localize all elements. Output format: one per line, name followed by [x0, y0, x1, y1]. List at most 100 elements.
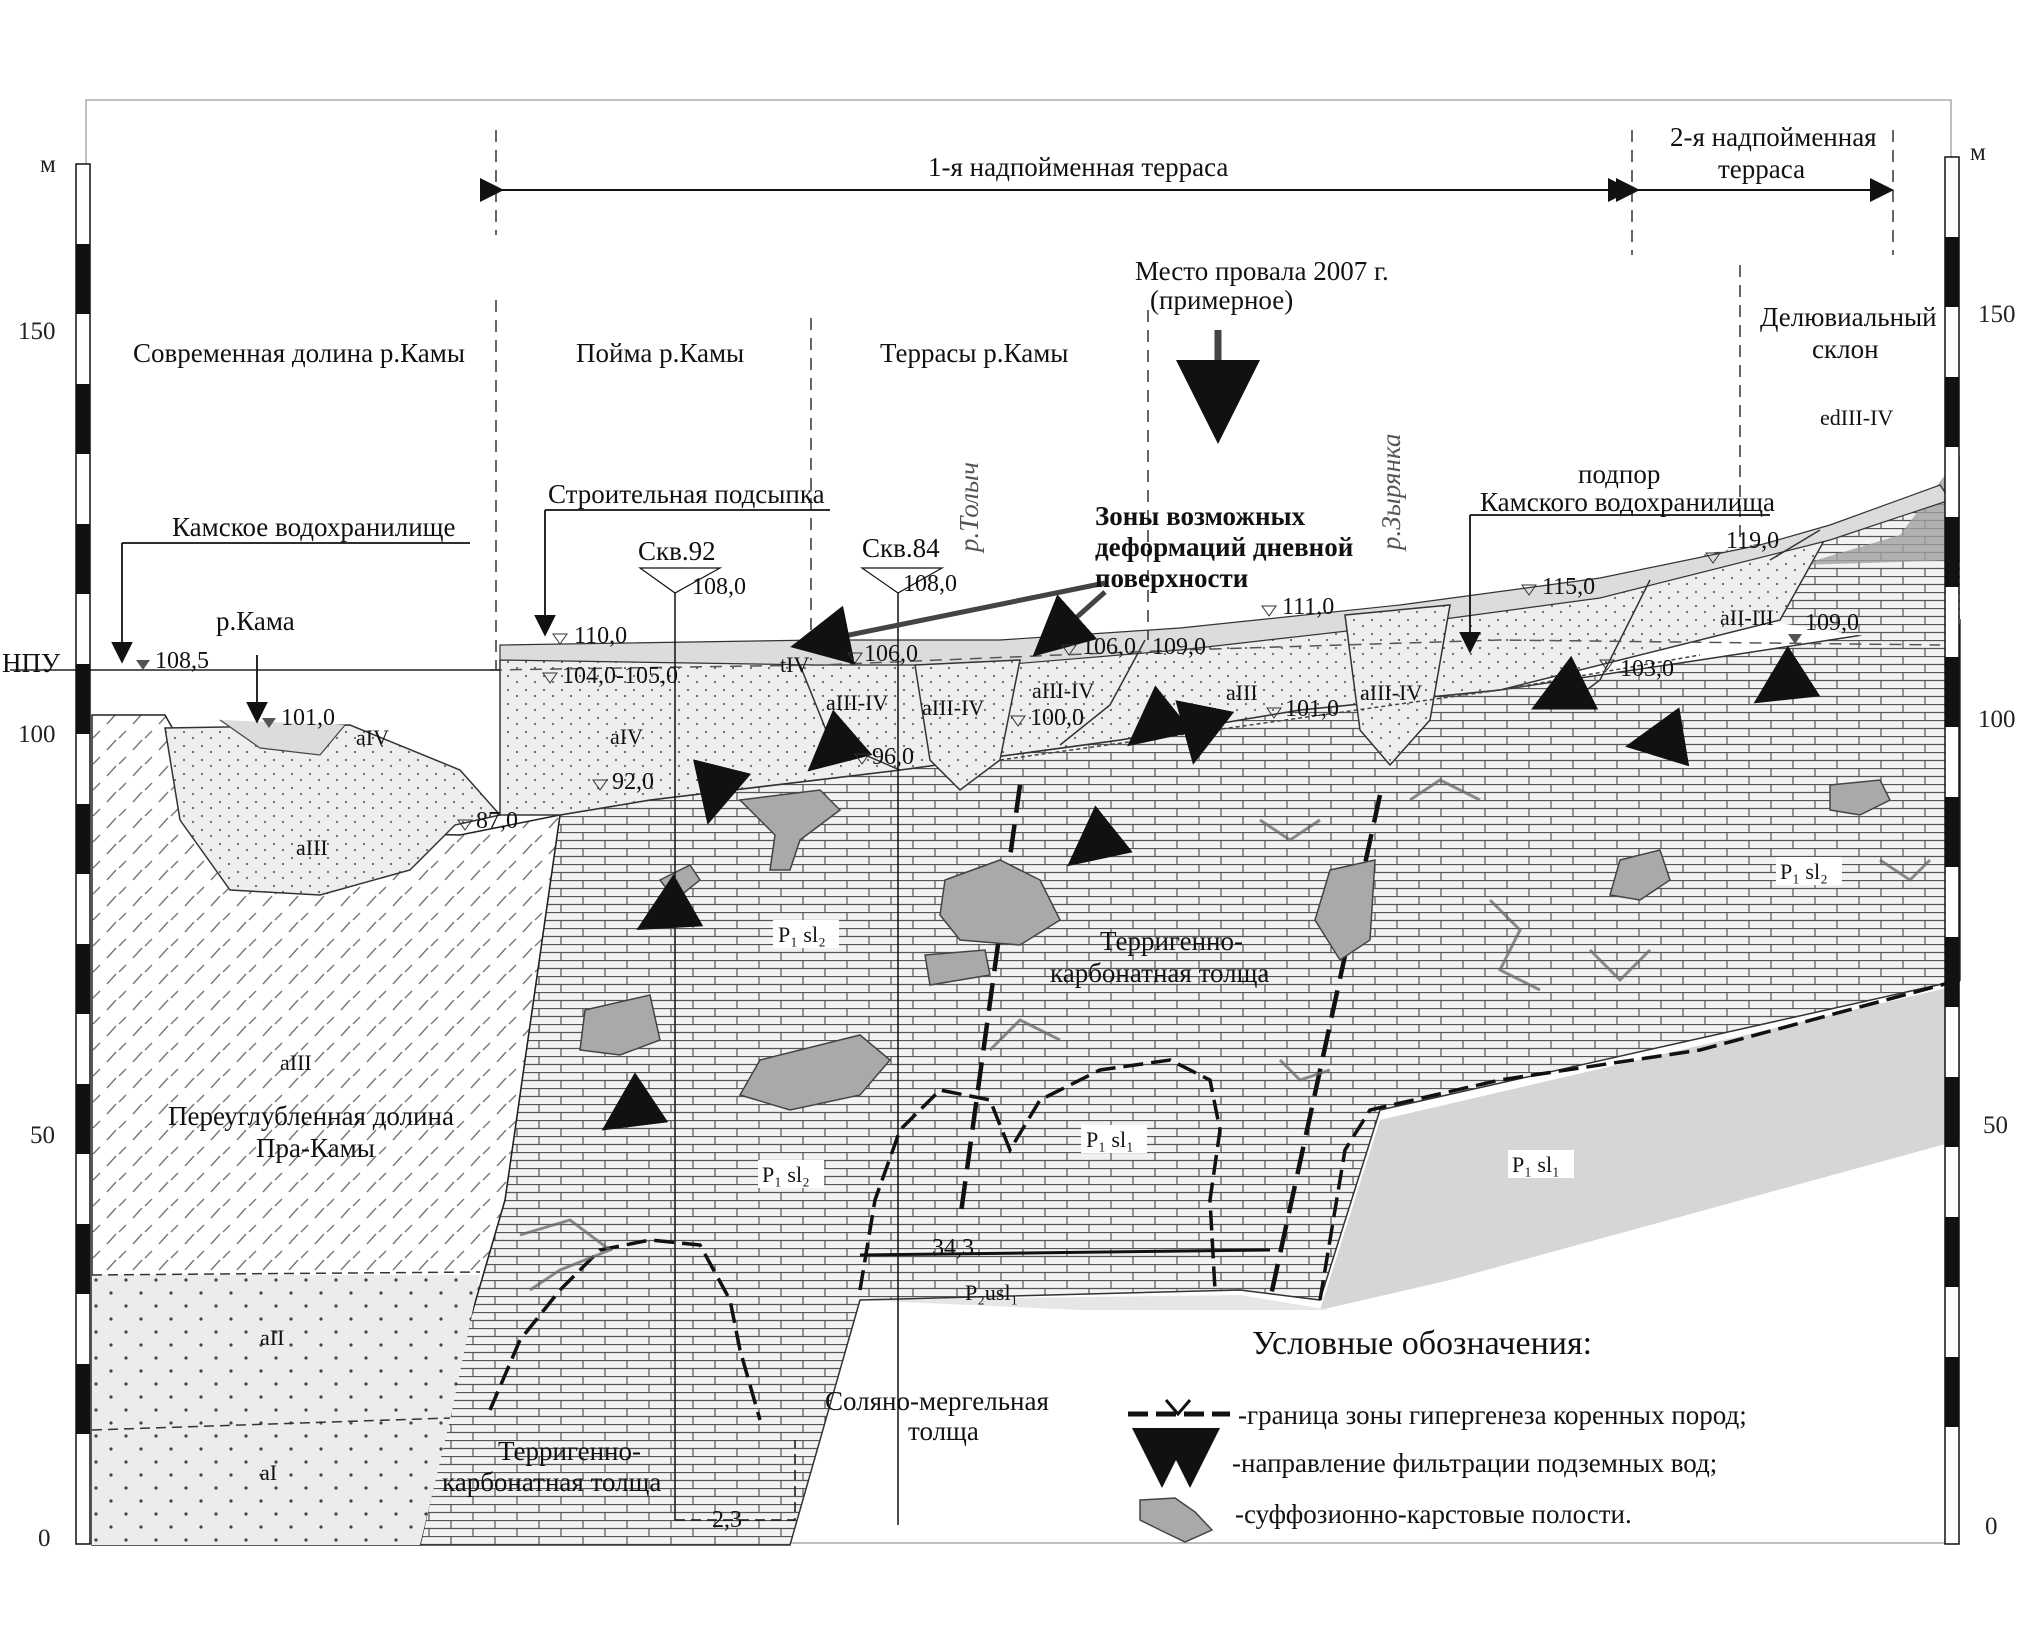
terrig-label-2: карбонатная толща: [442, 1467, 661, 1497]
elevation-mark: 109,0: [1152, 634, 1206, 660]
karst-cavities: [579, 779, 1892, 1111]
elevation-mark: 108,0: [692, 574, 746, 600]
index-label: aIII: [296, 835, 328, 860]
index-label: aI: [260, 1460, 277, 1485]
hypergenesis-boundary-right: [1318, 978, 1961, 1301]
cavity: [1609, 849, 1671, 901]
legend-item-text: -суффозионно-карстовые полости.: [1235, 1499, 1632, 1529]
alluvium-aI: [92, 1420, 450, 1545]
deform-arrow-2: [1032, 590, 1107, 657]
index-label: aIV: [356, 725, 389, 750]
legend-title: Условные обозначения:: [1252, 1325, 1592, 1362]
elevation-mark: 108,0: [903, 571, 957, 597]
modern-valley-fill: [164, 724, 502, 896]
terrace2-label-1: 2-я надпойменная: [1670, 122, 1877, 152]
elevation-mark: 106,0: [1082, 634, 1136, 660]
scale-left: [75, 163, 91, 1545]
elevation-mark: 104,0-105,0: [562, 663, 678, 689]
axis-tick: 0: [1985, 1513, 1998, 1540]
cavity: [738, 789, 842, 871]
backwater-label-2: Камского водохранилища: [1480, 487, 1775, 517]
hypergenesis-boundary-center: [858, 1058, 1222, 1291]
index-label: tIV: [780, 652, 809, 677]
cavity: [1829, 779, 1892, 816]
elevation-mark: 111,0: [1282, 594, 1334, 620]
axis-tick: 150: [18, 318, 56, 345]
cavity: [924, 949, 991, 986]
elevation-mark: 2,3: [712, 1507, 742, 1533]
fracture-marks: [519, 778, 1932, 1292]
elevation-mark: 92,0: [612, 769, 654, 795]
construction-fill: [499, 484, 1951, 666]
fill-label: Строительная подсыпка: [548, 479, 825, 509]
collapse-label-2: (примерное): [1150, 285, 1293, 315]
elevation-mark: 101,0: [1285, 696, 1339, 722]
legend-item-text: -направление фильтрации подземных вод;: [1232, 1448, 1717, 1478]
deform-label-1: Зоны возможных: [1095, 501, 1306, 531]
axis-tick: 50: [1983, 1112, 2008, 1139]
elevation-mark: 100,0: [1030, 705, 1084, 731]
terrace1-label: 1-я надпойменная терраса: [928, 152, 1228, 182]
axis-tick: 100: [18, 721, 56, 748]
index-label: aII: [260, 1325, 284, 1350]
collapse-label-1: Место провала 2007 г.: [1135, 256, 1389, 286]
scale-right: [1944, 156, 1960, 1545]
deform-label-3: поверхности: [1095, 563, 1248, 593]
deform-arrow-1: [790, 580, 1106, 665]
terraces-label: Террасы р.Камы: [880, 338, 1068, 368]
tolych-channel: [914, 659, 1021, 791]
terrig-mid-label-2: карбонатная толща: [1050, 958, 1269, 988]
hypergenesis-boundary-icon: [1128, 1399, 1230, 1417]
backwater-label-1: подпор: [1578, 459, 1660, 489]
index-label: aIII-IV: [1360, 680, 1422, 705]
hypergenesis-boundary-left: [488, 1238, 762, 1421]
river-tolych-label: р.Толыч: [954, 462, 984, 554]
axis-unit-right: м: [1970, 139, 1986, 166]
slope-label-1: Делювиальный: [1760, 302, 1937, 332]
zyryanka-channel: [1344, 604, 1451, 767]
deform-label-2: деформаций дневной: [1095, 532, 1353, 562]
index-label: aII-III: [1720, 605, 1774, 630]
elevation-mark: 106,0: [864, 641, 918, 667]
overdeep-label-2: Пра-Камы: [256, 1133, 375, 1163]
legend-item-text: -граница зоны гипергенеза коренных пород…: [1238, 1400, 1747, 1430]
index-label: P₁ sl₂: [778, 922, 826, 947]
elevation-mark: 87,0: [476, 808, 518, 834]
filtration-arrows: [601, 645, 1821, 1131]
pointer-arrows: [111, 509, 1770, 724]
elevation-mark: 110,0: [574, 623, 627, 649]
cavity: [579, 994, 661, 1056]
elevation-mark: 101,0: [281, 705, 335, 731]
axis-tick: 100: [1978, 706, 2016, 733]
index-label: P₁ sl₂: [762, 1162, 810, 1187]
elevation-mark: 109,0: [1805, 610, 1859, 636]
fault-left: [957, 784, 1023, 1221]
bedrock-lower: [1320, 985, 1960, 1310]
karst-cavity-icon: [1139, 1497, 1214, 1543]
npu-label: НПУ: [2, 648, 61, 678]
elevation-mark: 34,3: [932, 1235, 974, 1261]
index-label: P₁ sl₁: [1512, 1152, 1560, 1177]
index-label: P₂usl₁: [965, 1280, 1018, 1305]
index-label: aIII-IV: [826, 690, 888, 715]
river-zyryanka-label: р.Зырянка: [1376, 434, 1406, 552]
floodplain-label: Пойма р.Камы: [576, 338, 744, 368]
legend: Условные обозначения: -граница зоны гипе…: [1128, 1325, 1747, 1543]
terrig-mid-label-1: Терригенно-: [1100, 926, 1243, 956]
elevation-mark: 119,0: [1726, 528, 1779, 554]
terrace2-label-2: терраса: [1718, 154, 1805, 184]
index-label: aIII-IV: [922, 695, 984, 720]
water-table: [489, 639, 1941, 671]
index-label: aIII-IV: [1032, 678, 1094, 703]
terrig-label-1: Терригенно-: [498, 1436, 641, 1466]
elevation-mark: 108,5: [155, 648, 209, 674]
reservoir-label: Камское водохранилище: [172, 512, 455, 542]
elevation-mark: 96,0: [872, 744, 914, 770]
well-84-label: Скв.84: [862, 533, 940, 563]
cavity: [1314, 859, 1376, 962]
cavity: [939, 859, 1061, 946]
salt-marl-layer: [860, 1295, 1330, 1310]
elevation-marks: 108,5 101,0 110,0 104,0-105,0 108,0 108,…: [136, 528, 1859, 1533]
filtration-arrows-icon: [1132, 1428, 1220, 1488]
